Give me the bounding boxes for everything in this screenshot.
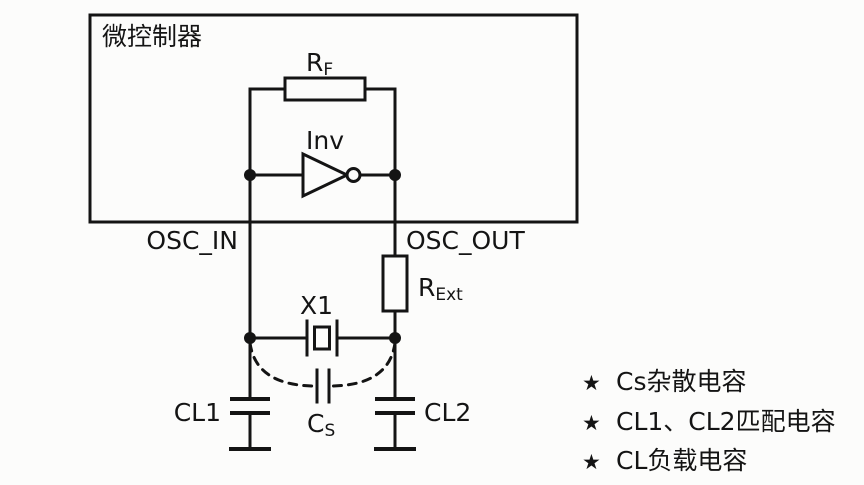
star-icon: ★ [582,450,601,474]
legend: ★ Cs杂散电容 ★ CL1、CL2匹配电容 ★ CL负载电容 [582,367,836,475]
cl2-label: CL2 [424,398,471,427]
rext-label: RExt [418,273,463,305]
x1-label: X1 [300,291,333,320]
cs-label-base: C [307,409,324,438]
star-icon: ★ [582,411,601,435]
star-icon: ★ [582,371,601,395]
crystal-body [313,325,331,351]
cl1-label: CL1 [174,398,221,427]
wire-feedback-left [248,87,287,177]
osc-in-label: OSC_IN [146,226,238,255]
inverter-triangle [301,151,351,199]
osc-out-label: OSC_OUT [406,226,525,255]
cs-dashed-wire-right [328,341,397,388]
cs-label: CS [307,409,335,441]
mcu-label: 微控制器 [102,22,202,51]
rf-label-sub: F [323,60,333,80]
rf-label: RF [306,48,333,80]
inv-label: Inv [306,126,344,155]
rext-label-base: R [418,273,435,302]
rext-label-sub: Ext [435,285,463,305]
legend-item-cl1-cl2: ★ CL1、CL2匹配电容 [582,407,836,436]
cs-dashed-wire-left [248,341,318,388]
mcu-box [88,13,579,224]
legend-item-cs: ★ Cs杂散电容 [582,367,746,396]
inverter-bubble-icon [345,167,362,183]
rf-resistor [283,76,367,102]
legend-item-cl-text: CL负载电容 [616,446,747,475]
cs-label-sub: S [324,421,335,441]
legend-item-cl1-cl2-text: CL1、CL2匹配电容 [616,407,836,436]
wire-feedback-right [363,87,397,177]
legend-item-cs-text: Cs杂散电容 [616,367,746,396]
legend-item-cl: ★ CL负载电容 [582,446,747,475]
rf-label-base: R [306,48,323,77]
rext-resistor [381,254,409,313]
